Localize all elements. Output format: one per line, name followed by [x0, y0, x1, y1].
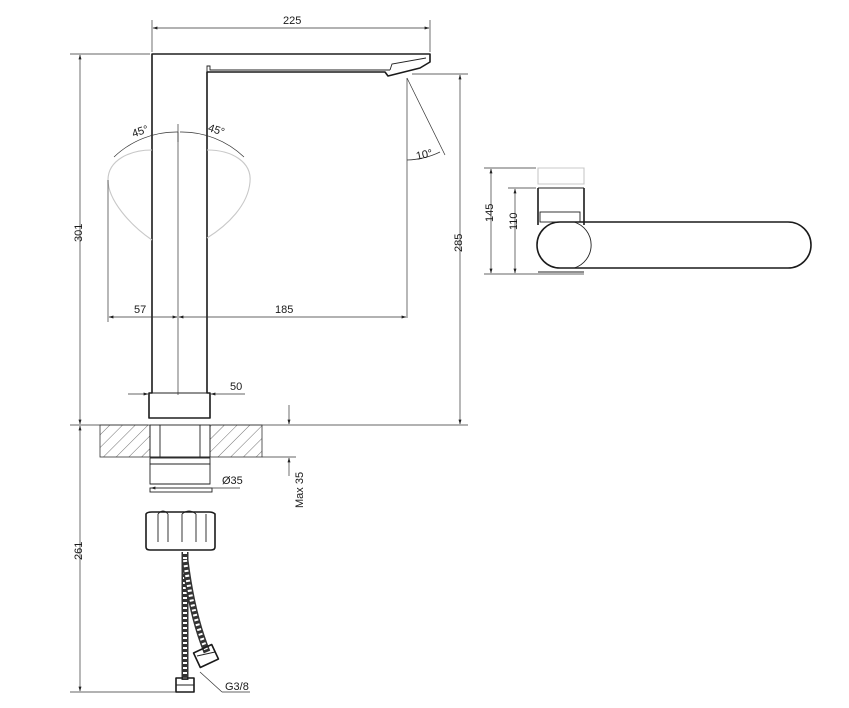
dim-hose-connector — [199, 671, 250, 693]
side-height-label: 145 — [484, 204, 496, 222]
dim-total-height — [70, 53, 150, 426]
deck-section — [99, 424, 263, 458]
spout-reach-label: 225 — [283, 15, 301, 27]
outlet-height-label: 285 — [453, 234, 465, 252]
dim-horizontal-offsets — [107, 132, 407, 395]
mounting-nut — [145, 510, 216, 551]
dim-hose-length — [70, 425, 176, 693]
hose-connector-label: G3/8 — [225, 681, 249, 693]
dim-spout-reach — [151, 20, 431, 52]
max-deck-label: Max 35 — [294, 472, 306, 508]
side-lever-height-label: 110 — [508, 212, 520, 230]
rotation-right-label: 45° — [206, 122, 226, 139]
mounting-shank — [149, 457, 213, 493]
thread-diameter-label: Ø35 — [222, 475, 243, 487]
dim-max-deck — [262, 405, 296, 476]
outlet-offset-label: 185 — [275, 304, 293, 316]
side-view — [536, 167, 812, 273]
rotation-left-label: 45° — [131, 124, 151, 141]
base-width-label: 50 — [230, 381, 242, 393]
total-height-label: 301 — [73, 224, 85, 242]
supply-hoses — [175, 552, 220, 693]
dim-side-heights — [484, 167, 584, 275]
dim-outlet-height — [212, 73, 468, 426]
handle-offset-label: 57 — [134, 304, 146, 316]
outlet-angle-label: 10° — [415, 148, 434, 163]
handle-rotation-ghost — [107, 124, 251, 241]
outlet-angle-guide — [406, 77, 446, 318]
faucet-body — [148, 53, 431, 419]
hose-length-label: 261 — [73, 542, 85, 560]
